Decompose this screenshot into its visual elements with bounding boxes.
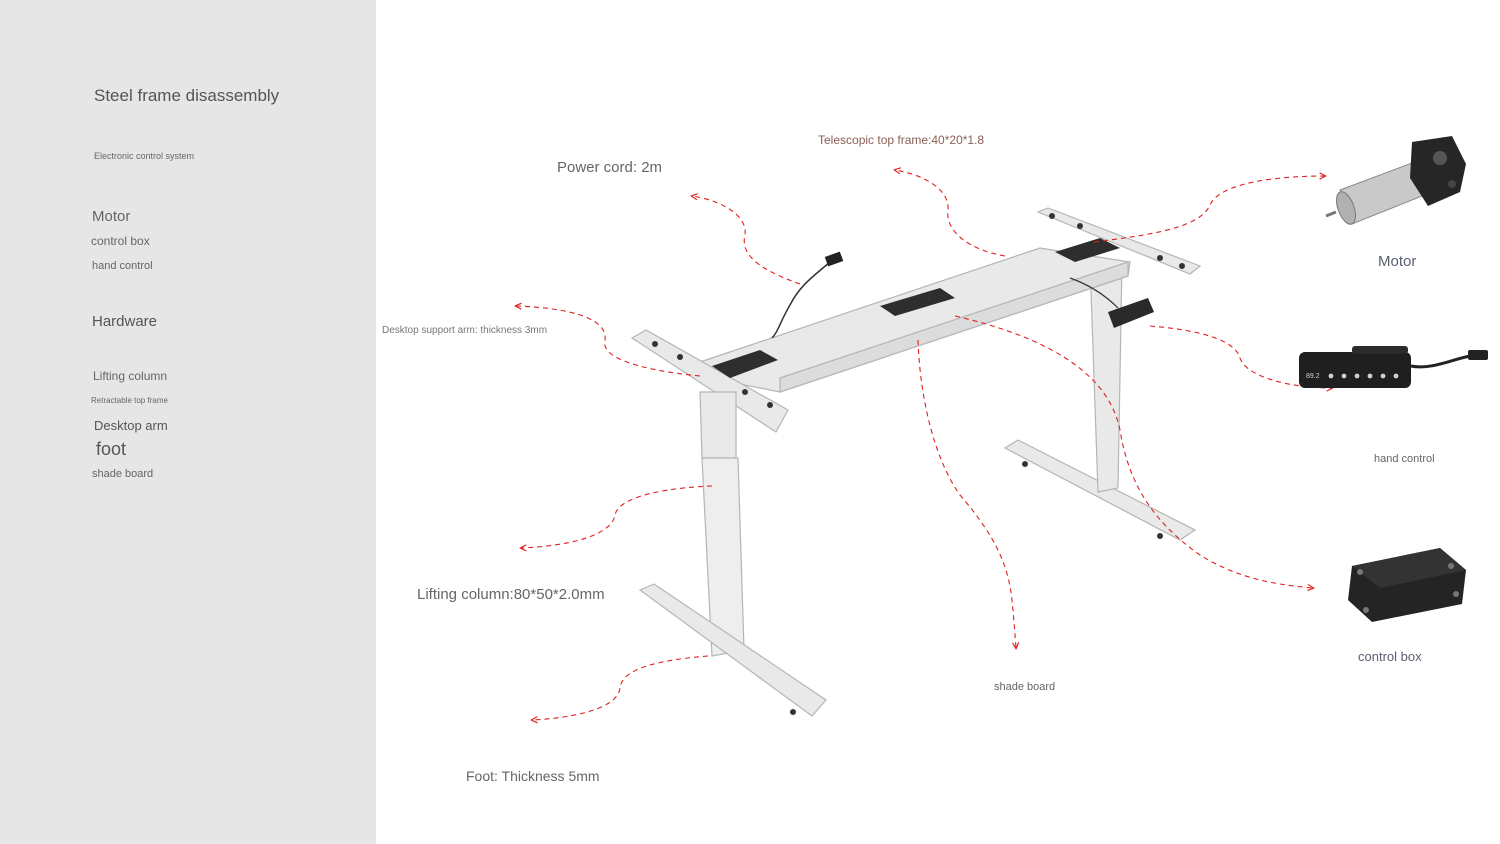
sidebar-item-control-box: control box <box>91 234 150 248</box>
label-lifting-column: Lifting column:80*50*2.0mm <box>417 586 605 603</box>
diagram-area: 89.2 Power cord: 2m Telescopic top frame… <box>376 0 1500 844</box>
beam-electronics <box>712 238 1120 378</box>
hand-control-mini <box>1108 298 1154 328</box>
left-column-upper <box>699 391 737 459</box>
arrow-hand-control <box>1149 325 1332 388</box>
arrow-motor <box>1093 176 1325 243</box>
motor-image <box>1325 136 1466 225</box>
sidebar-item-hand-control: hand control <box>92 260 153 272</box>
callout-arrows <box>516 170 1332 720</box>
power-plug <box>824 251 844 267</box>
mount-holes <box>652 213 1185 715</box>
beam-front-face <box>779 261 1129 393</box>
sidebar-item-lifting-column: Lifting column <box>93 369 168 383</box>
label-desktop-support-arm: Desktop support arm: thickness 3mm <box>382 325 548 336</box>
sidebar-item-motor: Motor <box>92 208 131 225</box>
arrow-foot <box>532 655 709 720</box>
arrow-lifting-column <box>521 485 713 548</box>
label-telescopic-frame: Telescopic top frame:40*20*1.8 <box>818 133 985 147</box>
desk-frame <box>630 207 1202 717</box>
label-shade-board: shade board <box>994 681 1056 693</box>
motor-gearbox <box>1410 136 1466 206</box>
sidebar-item-retractable-top-frame: Retractable top frame <box>91 396 168 405</box>
control-box-image <box>1348 548 1466 622</box>
arrow-telescopic-frame <box>895 170 1006 257</box>
sidebar-item-shade-board: shade board <box>92 468 154 480</box>
label-hand-control: hand control <box>1374 453 1435 465</box>
right-column <box>1089 261 1123 493</box>
arrow-shade-board <box>917 339 1016 648</box>
sidebar-item-foot: foot <box>96 439 127 459</box>
desk-frame-diagram: 89.2 <box>376 136 1488 844</box>
hand-control-image: 89.2 <box>1299 346 1488 388</box>
telescopic-top-frame <box>699 247 1131 393</box>
sidebar-item-desktop-arm: Desktop arm <box>94 418 168 433</box>
section-hardware: Hardware <box>92 313 158 330</box>
hand-control-cable <box>1069 277 1119 309</box>
power-cord <box>771 261 831 339</box>
left-foot <box>638 583 827 717</box>
arrow-power-cord <box>692 196 801 285</box>
sidebar: Steel frame disassembly Electronic contr… <box>0 0 376 844</box>
label-motor: Motor <box>1378 253 1417 270</box>
page-title: Steel frame disassembly <box>94 86 280 105</box>
arrow-control-box <box>954 315 1313 588</box>
label-power-cord: Power cord: 2m <box>557 159 663 176</box>
label-foot: Foot: Thickness 5mm <box>466 768 600 784</box>
arrow-desktop-arm <box>516 306 701 377</box>
label-control-box: control box <box>1358 649 1422 664</box>
hand-control-display: 89.2 <box>1306 373 1320 380</box>
section-electronic-control: Electronic control system <box>94 151 195 161</box>
